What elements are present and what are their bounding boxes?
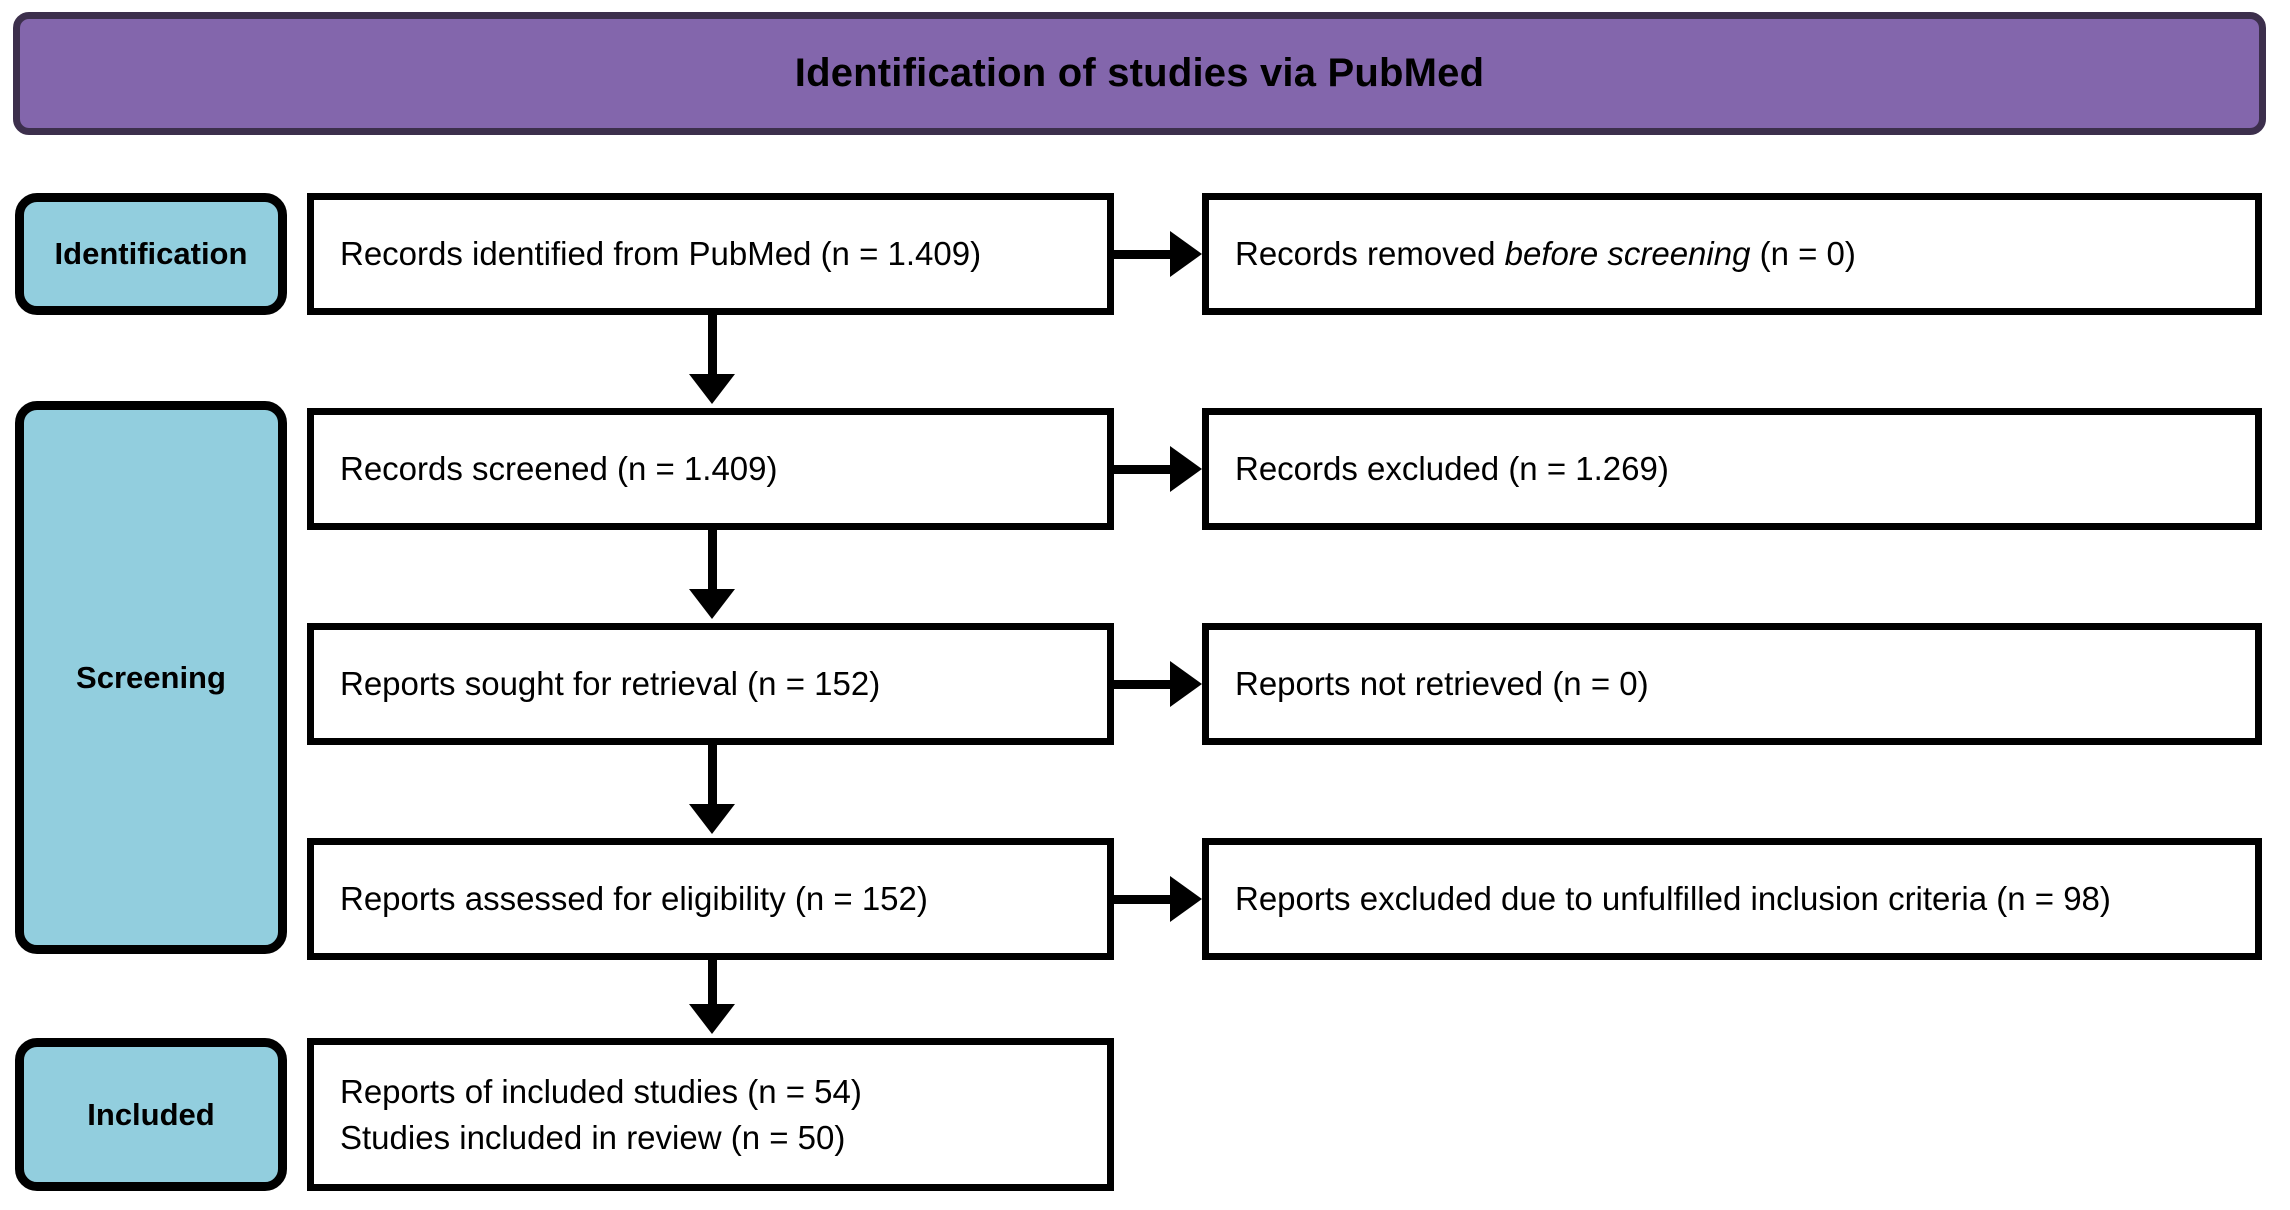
flow-box-records-removed-text: Records removed before screening (n = 0): [1235, 231, 2237, 277]
records-removed-prefix: Records removed: [1235, 235, 1505, 273]
stage-label-screening-text: Screening: [76, 659, 226, 695]
arrow-down-icon-screened-to-sought: [689, 589, 735, 619]
arrow-down-icon-sought-to-assessed: [689, 804, 735, 834]
connector-line-screened-to-sought: [708, 530, 717, 593]
flow-box-reports-excluded-text: Reports excluded due to unfulfilled incl…: [1235, 880, 2111, 918]
flow-box-reports-included-line1: Reports of included studies (n = 54): [340, 1072, 862, 1110]
stage-label-included: Included: [15, 1038, 287, 1191]
connector-line-assessed-to-excluded: [1114, 895, 1176, 904]
flow-box-records-screened-text: Records screened (n = 1.409): [340, 450, 778, 488]
connector-line-sought-to-not-retrieved: [1114, 680, 1176, 689]
flow-box-reports-sought: Reports sought for retrieval (n = 152): [307, 623, 1114, 745]
diagram-header-banner: Identification of studies via PubMed: [13, 12, 2266, 135]
arrow-right-icon-identified-to-removed: [1170, 231, 1202, 277]
arrow-right-icon-assessed-to-excluded: [1170, 876, 1202, 922]
flow-box-reports-not-retrieved: Reports not retrieved (n = 0): [1202, 623, 2262, 745]
flow-box-records-identified: Records identified from PubMed (n = 1.40…: [307, 193, 1114, 315]
arrow-down-icon-assessed-to-included: [689, 1004, 735, 1034]
stage-label-screening: Screening: [15, 401, 287, 954]
connector-line-identified-to-screened: [708, 315, 717, 378]
flow-box-reports-excluded: Reports excluded due to unfulfilled incl…: [1202, 838, 2262, 960]
flow-box-reports-assessed-text: Reports assessed for eligibility (n = 15…: [340, 880, 928, 918]
connector-line-assessed-to-included: [708, 960, 717, 1008]
records-removed-emphasis: before screening: [1504, 235, 1751, 273]
diagram-title: Identification of studies via PubMed: [794, 51, 1485, 95]
flow-box-reports-not-retrieved-text: Reports not retrieved (n = 0): [1235, 665, 1649, 703]
records-removed-suffix: (n = 0): [1750, 235, 1856, 273]
arrow-right-icon-sought-to-not-retrieved: [1170, 661, 1202, 707]
stage-label-identification-text: Identification: [54, 236, 248, 271]
flow-box-records-excluded-text: Records excluded (n = 1.269): [1235, 450, 1669, 488]
flow-box-records-removed: Records removed before screening (n = 0): [1202, 193, 2262, 315]
connector-line-sought-to-assessed: [708, 745, 717, 808]
flow-box-reports-included: Reports of included studies (n = 54) Stu…: [307, 1038, 1114, 1191]
flow-box-reports-included-line2: Studies included in review (n = 50): [340, 1118, 846, 1156]
flow-box-records-identified-text: Records identified from PubMed (n = 1.40…: [340, 235, 982, 273]
stage-label-identification: Identification: [15, 193, 287, 315]
flow-box-reports-assessed: Reports assessed for eligibility (n = 15…: [307, 838, 1114, 960]
stage-label-included-text: Included: [87, 1096, 215, 1132]
arrow-down-icon-identified-to-screened: [689, 374, 735, 404]
flow-box-records-screened: Records screened (n = 1.409): [307, 408, 1114, 530]
flow-box-reports-sought-text: Reports sought for retrieval (n = 152): [340, 665, 881, 703]
connector-line-screened-to-excluded: [1114, 465, 1176, 474]
flow-box-records-excluded: Records excluded (n = 1.269): [1202, 408, 2262, 530]
arrow-right-icon-screened-to-excluded: [1170, 446, 1202, 492]
connector-line-identified-to-removed: [1114, 250, 1176, 259]
